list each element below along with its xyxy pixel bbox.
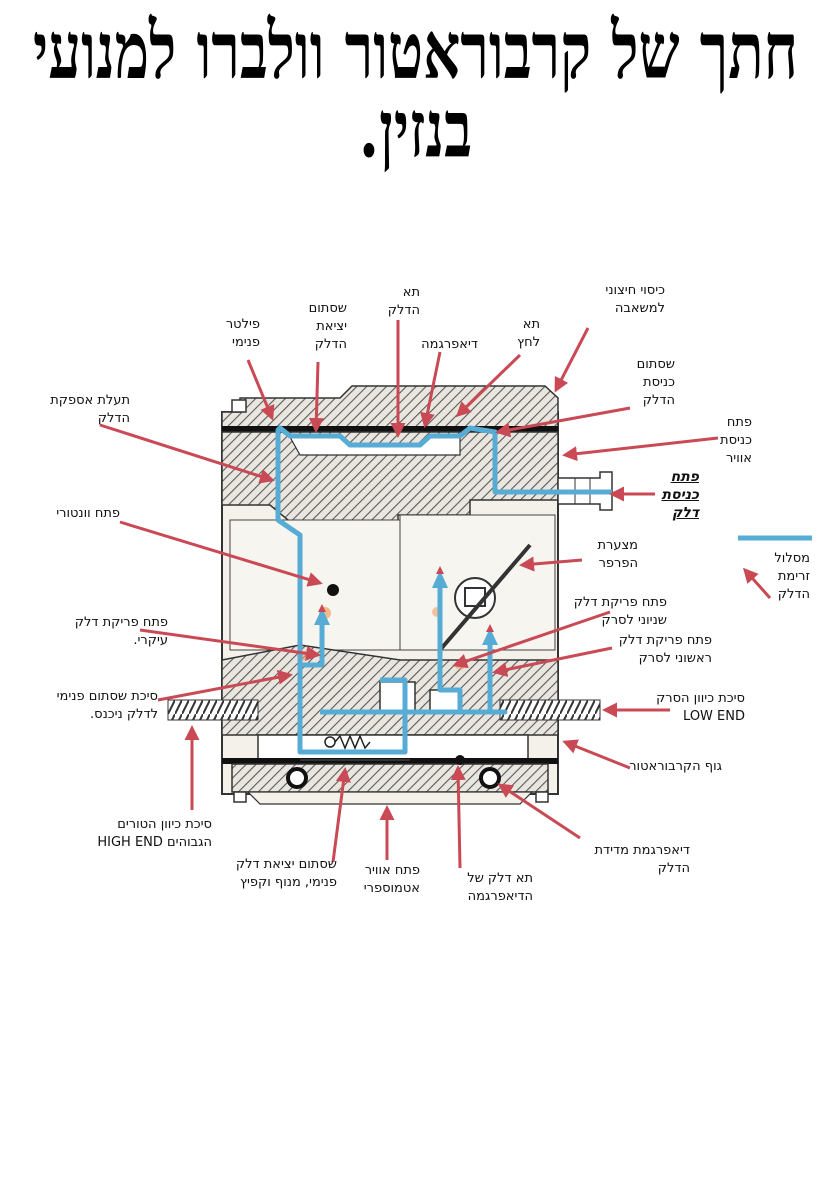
label-atmospheric-vent: פתח אוויר אטמוספרי <box>363 863 420 896</box>
label-fuel-inlet-valve: שסתום כניסת הדלק <box>636 357 675 408</box>
label-secondary-idle: פתח פריקת דלק שניוני לסרק <box>573 595 667 628</box>
label-diaphragm: דיאפרגמה <box>421 337 478 352</box>
page-title: חתך של קרבוראטור וולברו למנועי בנזין. <box>33 5 798 176</box>
label-carb-body: גוף הקרבוראטור <box>629 759 722 774</box>
label-venturi-opening: פתח וונטורי <box>56 506 120 521</box>
flow-arrowheads <box>314 570 498 645</box>
label-inner-outlet-valve: שסתום יציאת דלק פנימי, מנוף וקפיץ <box>235 857 337 890</box>
label-metering-diaphragm: דיאפרגמת מדידת הדלק <box>594 843 691 876</box>
fuel-flow-path <box>275 425 612 755</box>
spray-arrowheads <box>318 566 494 632</box>
label-primary-idle: פתח פריקת דלק ראשוני לסרק <box>618 633 712 666</box>
label-diaphragm-fuel-chamber: תא דלק של הדיאפרגמה <box>467 871 533 904</box>
label-throttle-valve: מצערת הפרפר <box>597 538 638 571</box>
label-fuel-chamber: תא הדלק <box>387 285 420 318</box>
label-air-inlet: פתח כניסת אוויר <box>720 415 752 466</box>
carburetor-body <box>167 385 613 805</box>
label-main-fuel-discharge: פתח פריקת דלק עיקרי. <box>74 615 168 648</box>
label-legend-fuel-flow: מסלול זרימת הדלק <box>774 551 810 602</box>
leader-arrows <box>99 320 772 869</box>
label-high-end-needle: סיכת כיוון הטורים הגבוהים HIGH END <box>97 817 212 850</box>
label-outer-cover: כיסוי חיצוני למשאבה <box>605 283 665 316</box>
label-fuel-inlet-opening: פתח כניסת דלק <box>661 469 699 521</box>
label-inner-filter: פילטר פנימי <box>225 317 260 350</box>
label-low-end-needle: סיכת כיוון הסרק LOW END <box>656 691 745 724</box>
label-fuel-outlet-valve: שסתום יציאת הדלק <box>308 301 347 352</box>
label-fuel-supply-channel: תעלת אספקת הדלק <box>50 393 130 426</box>
label-pressure-chamber: תא לחץ <box>517 317 540 350</box>
label-inner-check-valve-needle: סיכת שסתום פנימי לדלק ניכנס. <box>56 689 158 722</box>
